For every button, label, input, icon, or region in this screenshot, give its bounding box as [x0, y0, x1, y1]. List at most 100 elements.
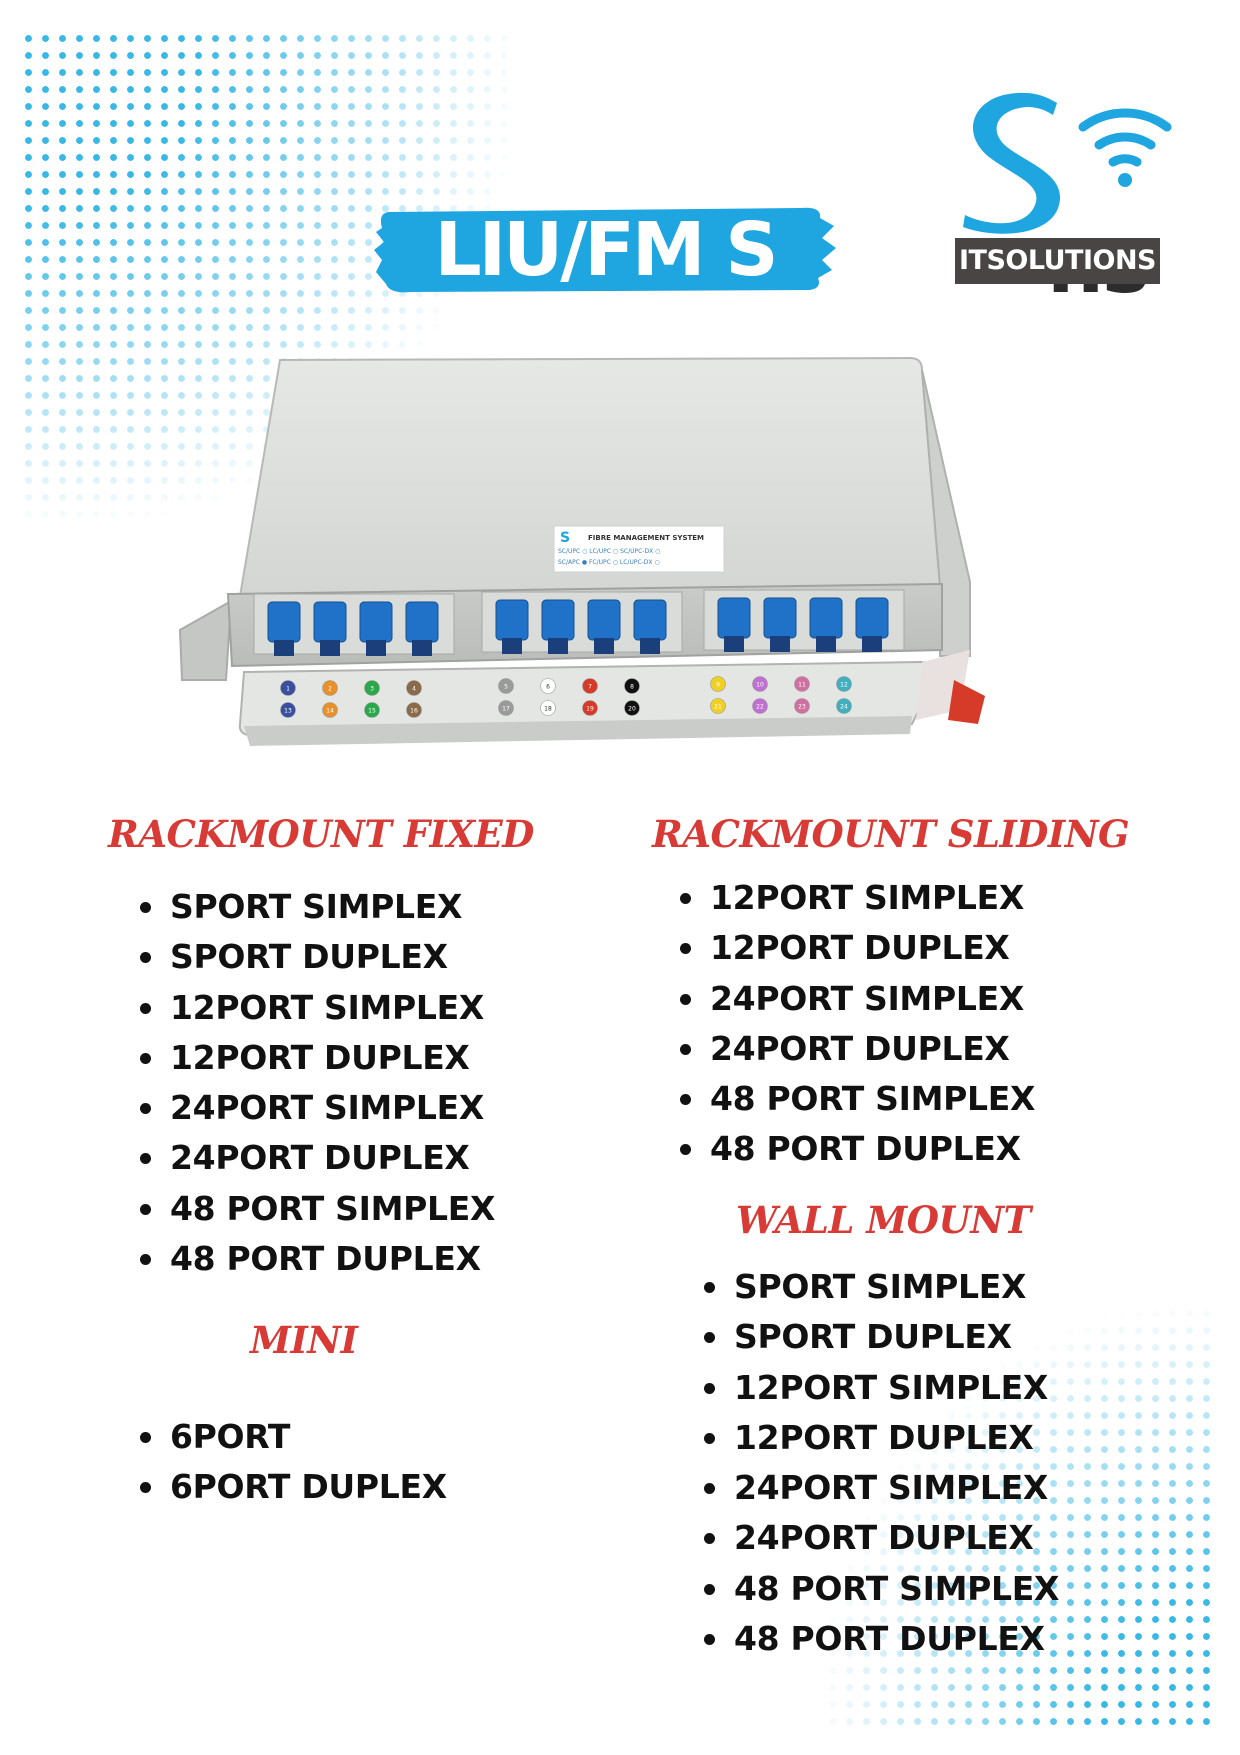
- tray-number-dot: [752, 698, 768, 714]
- svg-text:FIBRE MANAGEMENT SYSTEM: FIBRE MANAGEMENT SYSTEM: [588, 534, 704, 542]
- logo-tagline: ITSOLUTIONS: [955, 238, 1160, 284]
- tray-number-dot: [540, 678, 556, 694]
- tray-number-text: 13: [284, 708, 292, 715]
- tray-number-text: 16: [410, 708, 418, 715]
- list-item: 12PORT SIMPLEX: [678, 873, 1035, 923]
- heading-mini: MINI: [250, 1318, 358, 1362]
- tray-number-dot: [794, 698, 810, 714]
- sc-adapter: [587, 599, 621, 641]
- list-item: 12PORT DUPLEX: [678, 923, 1035, 973]
- list-item: 48 PORT DUPLEX: [702, 1614, 1059, 1664]
- tray-number-dot: [836, 676, 852, 692]
- list-item: 6PORT DUPLEX: [138, 1462, 447, 1512]
- tray-number-dot: [406, 702, 422, 718]
- tray-number-dot: [624, 700, 640, 716]
- tray-number-dot: [322, 702, 338, 718]
- list-item: 24PORT SIMPLEX: [138, 1083, 495, 1133]
- list-item: 24PORT DUPLEX: [702, 1513, 1059, 1563]
- tray-number-dot: [498, 700, 514, 716]
- list-item: 12PORT DUPLEX: [138, 1033, 495, 1083]
- sc-adapter: [633, 599, 667, 641]
- list-item: 24PORT DUPLEX: [678, 1024, 1035, 1074]
- list-item: SPORT SIMPLEX: [702, 1262, 1059, 1312]
- tray-number-text: 7: [588, 684, 592, 691]
- sc-adapter: [359, 601, 393, 643]
- tray-number-dot: [280, 680, 296, 696]
- svg-text:SC/APC ● FC/UPC ○ LC/UPC-DX ○: SC/APC ● FC/UPC ○ LC/UPC-DX ○: [558, 559, 660, 566]
- list-item: 48 PORT SIMPLEX: [678, 1074, 1035, 1124]
- list-item: 24PORT SIMPLEX: [702, 1463, 1059, 1513]
- company-logo: ns ITSOLUTIONS: [955, 85, 1175, 305]
- tray-number-text: 3: [370, 686, 374, 693]
- tray-number-dot: [498, 678, 514, 694]
- tray-number-text: 11: [798, 682, 806, 689]
- tray-number-text: 21: [714, 704, 722, 711]
- tray-number-text: 24: [840, 704, 848, 711]
- tray-number-text: 5: [504, 684, 508, 691]
- tray-number-text: 19: [586, 706, 594, 713]
- tray-number-text: 20: [628, 706, 636, 713]
- tray-number-text: 23: [798, 704, 806, 711]
- sc-adapter: [267, 601, 301, 643]
- sc-adapter: [717, 597, 751, 639]
- adapter-group: [253, 589, 905, 656]
- logo-s-mark: [963, 92, 1172, 234]
- wifi-dot: [1118, 173, 1132, 187]
- title-banner: LIU/FM S: [370, 198, 840, 302]
- tray-number-dot: [794, 676, 810, 692]
- tray-number-dot: [406, 680, 422, 696]
- tray-number-text: 8: [630, 684, 634, 691]
- tray-number-text: 9: [716, 682, 720, 689]
- heading-wall-mount: WALL MOUNT: [736, 1198, 1031, 1242]
- list-item: SPORT DUPLEX: [138, 932, 495, 982]
- sc-adapter: [495, 599, 529, 641]
- tray-number-dot: [280, 702, 296, 718]
- sc-adapter: [541, 599, 575, 641]
- list-item: SPORT SIMPLEX: [138, 882, 495, 932]
- tray-number-text: 17: [502, 706, 510, 713]
- tray-number-text: 22: [756, 704, 764, 711]
- tray-number-text: 2: [328, 686, 332, 693]
- list-item: 12PORT DUPLEX: [702, 1413, 1059, 1463]
- tray-number-text: 12: [840, 682, 848, 689]
- sc-adapter: [405, 601, 439, 643]
- page-title: LIU/FM S: [434, 207, 778, 293]
- tray-number-text: 10: [756, 682, 764, 689]
- tray-number-text: 15: [368, 708, 376, 715]
- list-item: 6PORT: [138, 1412, 447, 1462]
- sc-adapter: [855, 597, 889, 639]
- tray-number-dot: [752, 676, 768, 692]
- sc-adapter: [809, 597, 843, 639]
- tray-number-dot: [364, 702, 380, 718]
- sc-adapter: [763, 597, 797, 639]
- tray-number-text: 6: [546, 684, 550, 691]
- tray-number-dot: [582, 700, 598, 716]
- tray-number-text: 14: [326, 708, 334, 715]
- heading-rackmount-fixed: RACKMOUNT FIXED: [108, 812, 534, 856]
- product-image: FIBRE MANAGEMENT SYSTEM SC/UPC ○ LC/UPC …: [178, 356, 985, 746]
- brush-stroke-background: [374, 207, 836, 293]
- list-item: 48 PORT DUPLEX: [678, 1124, 1035, 1174]
- list-item: 24PORT SIMPLEX: [678, 974, 1035, 1024]
- list-item: 12PORT SIMPLEX: [138, 983, 495, 1033]
- svg-text:SC/UPC ○ LC/UPC ○ SC/UPC-DX ○: SC/UPC ○ LC/UPC ○ SC/UPC-DX ○: [558, 548, 660, 555]
- product-label: FIBRE MANAGEMENT SYSTEM SC/UPC ○ LC/UPC …: [553, 525, 725, 573]
- tray-number-dot: [710, 698, 726, 714]
- tray-number-text: 1: [286, 686, 290, 693]
- heading-rackmount-sliding: RACKMOUNT SLIDING: [652, 812, 1130, 856]
- tray-number-dot: [624, 678, 640, 694]
- tray-number-text: 4: [412, 686, 416, 693]
- svg-text:S: S: [560, 530, 570, 546]
- list-item: 48 PORT SIMPLEX: [702, 1564, 1059, 1614]
- tray-number-dot: [836, 698, 852, 714]
- tray-number-dot: [540, 700, 556, 716]
- sc-adapter: [313, 601, 347, 643]
- list-item: 48 PORT SIMPLEX: [138, 1184, 495, 1234]
- wifi-icon: [1078, 108, 1172, 167]
- tray-number-dot: [582, 678, 598, 694]
